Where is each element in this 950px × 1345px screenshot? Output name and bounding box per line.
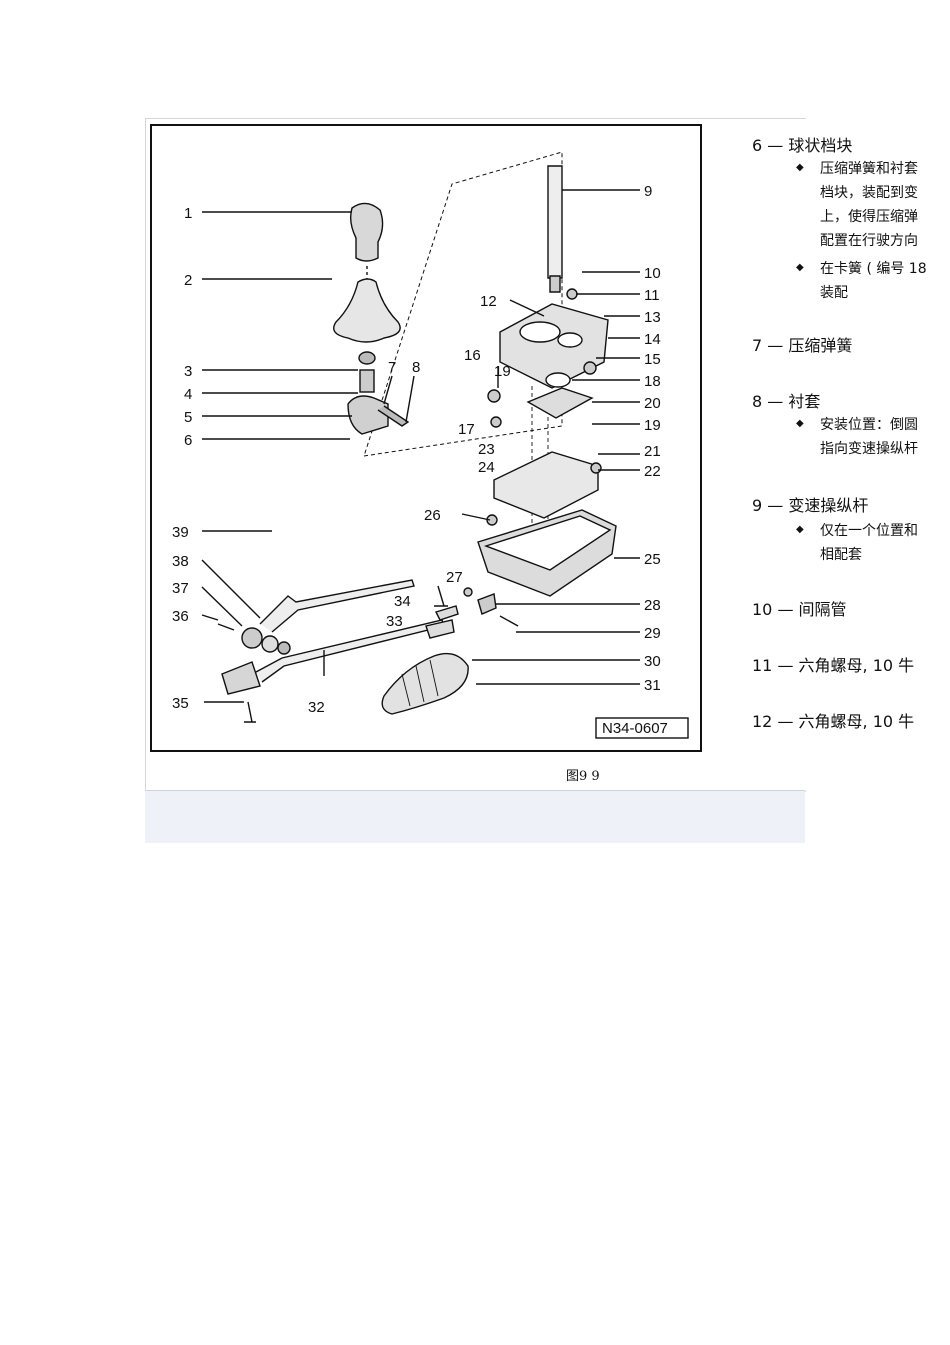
- bullet-icon: ◆: [796, 524, 804, 535]
- legend-item-text: 配置在行驶方向: [820, 233, 918, 249]
- callout-label: 20: [644, 395, 661, 412]
- exploded-view-diagram: 1 2 3 4 5 6 7 8 9 10 11 12 13 14 15 16 1…: [150, 124, 702, 752]
- callout-label: 31: [644, 677, 661, 694]
- callout-label: 30: [644, 653, 661, 670]
- legend-item-text: 相配套: [820, 547, 862, 563]
- bullet-icon: ◆: [796, 262, 804, 273]
- legend-item-text: 安装位置：倒圆: [820, 417, 918, 433]
- callout-label: 9: [644, 183, 652, 200]
- callout-label: 39: [172, 524, 189, 541]
- callout-label: 21: [644, 443, 661, 460]
- legend-item-text: 装配: [820, 285, 848, 301]
- legend-item-title: 12 — 六角螺母, 10 牛: [752, 712, 915, 731]
- callout-label: 34: [394, 593, 411, 610]
- callout-label: 33: [386, 613, 403, 630]
- callout-label: 16: [464, 347, 481, 364]
- legend-item-title: 10 — 间隔管: [752, 600, 847, 619]
- callout-label: 7: [388, 359, 396, 376]
- figure-caption: 图9 9: [566, 769, 600, 784]
- callout-label: 27: [446, 569, 463, 586]
- legend-item-text: 上，使得压缩弹: [820, 209, 918, 225]
- callout-label: 22: [644, 463, 661, 480]
- legend-item-title: 9 — 变速操纵杆: [752, 496, 869, 515]
- callout-label: 19: [644, 417, 661, 434]
- bullet-icon: ◆: [796, 418, 804, 429]
- callout-label: 23: [478, 441, 495, 458]
- callout-label: 26: [424, 507, 441, 524]
- callout-label: 12: [480, 293, 497, 310]
- callout-label: 18: [644, 373, 661, 390]
- legend-item-text: 压缩弹簧和衬套: [820, 161, 918, 177]
- callout-label: 38: [172, 553, 189, 570]
- figure-ref-code: N34-0607: [602, 720, 668, 737]
- callout-label: 24: [478, 459, 495, 476]
- callout-label: 4: [184, 386, 192, 403]
- callout-label: 6: [184, 432, 192, 449]
- callout-label: 1: [184, 205, 192, 222]
- callout-label: 8: [412, 359, 420, 376]
- legend-item-title: 6 — 球状档块: [752, 136, 853, 155]
- callout-label: 35: [172, 695, 189, 712]
- legend-panel: 6 — 球状档块 ◆ 压缩弹簧和衬套 档块，装配到变 上，使得压缩弹 配置在行驶…: [752, 128, 950, 743]
- callout-label: 14: [644, 331, 661, 348]
- legend-item-text: 在卡簧 ( 编号 18: [820, 261, 927, 277]
- legend-item-text: 仅在一个位置和: [820, 523, 918, 539]
- callout-label: 10: [644, 265, 661, 282]
- legend-item-title: 8 — 衬套: [752, 392, 821, 411]
- callout-label: 36: [172, 608, 189, 625]
- callout-label: 25: [644, 551, 661, 568]
- callout-label: 37: [172, 580, 189, 597]
- callout-label: 13: [644, 309, 661, 326]
- callout-label: 29: [644, 625, 661, 642]
- callout-label: 17: [458, 421, 475, 438]
- callout-label: 15: [644, 351, 661, 368]
- bullet-icon: ◆: [796, 162, 804, 173]
- callout-label: 2: [184, 272, 192, 289]
- legend-item-text: 档块，装配到变: [820, 185, 918, 201]
- footer-band: [145, 790, 805, 843]
- callout-label: 19: [494, 363, 511, 380]
- callout-label: 3: [184, 363, 192, 380]
- callout-label: 28: [644, 597, 661, 614]
- legend-item-title: 11 — 六角螺母, 10 牛: [752, 656, 915, 675]
- callout-label: 32: [308, 699, 325, 716]
- callout-label: 5: [184, 409, 192, 426]
- legend-item-title: 7 — 压缩弹簧: [752, 336, 853, 355]
- legend-item-text: 指向变速操纵杆: [820, 441, 918, 457]
- callout-label: 11: [644, 287, 660, 304]
